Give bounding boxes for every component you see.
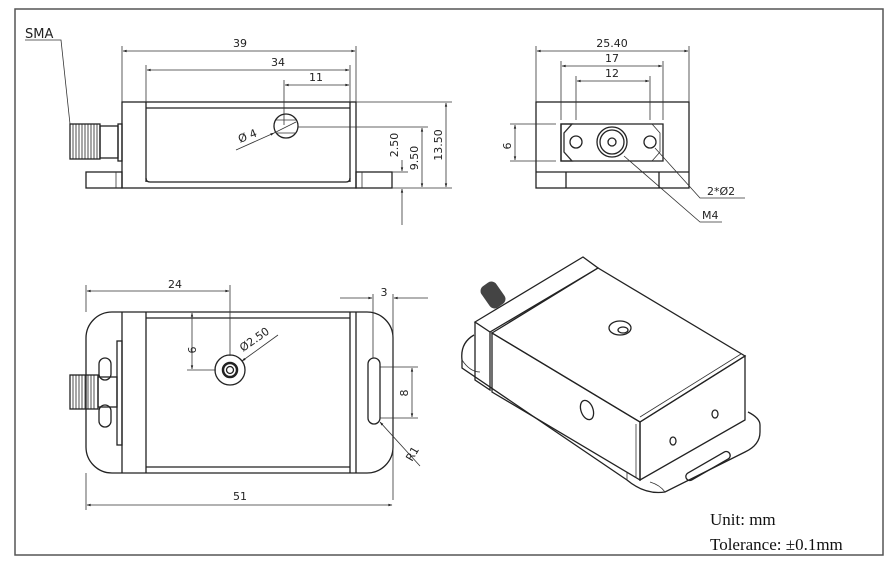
- dim-8: 8: [398, 390, 411, 397]
- drawing-frame: [14, 8, 884, 556]
- sma-front: [596, 126, 628, 158]
- sma-label: SMA: [25, 27, 53, 42]
- mount-hole-right: [643, 135, 657, 149]
- isometric-view: [461, 256, 761, 494]
- dim-3: 3: [381, 286, 388, 299]
- front-view: 25.40 17 12 6 2*Ø2 M4: [501, 37, 745, 223]
- dim-25-40: 25.40: [596, 37, 628, 50]
- dim-12: 12: [605, 67, 619, 80]
- top-view: 24 9 Ø2.50 3 8 R1 51: [69, 278, 428, 510]
- dim-2-50: 2.50: [388, 133, 401, 158]
- iso-end-face: [639, 354, 746, 482]
- dim-24: 24: [168, 278, 182, 291]
- thread-callout: M4: [702, 209, 719, 222]
- mount-hole-left: [569, 135, 583, 149]
- dim-39: 39: [233, 37, 247, 50]
- dim-9: 9: [185, 347, 198, 354]
- dim-34: 34: [271, 56, 285, 69]
- top-hole: [214, 354, 246, 386]
- dim-r1: R1: [403, 444, 422, 463]
- iso-slot: [685, 450, 731, 482]
- iso-top-face: [490, 267, 747, 423]
- dim-6: 6: [501, 143, 514, 150]
- iso-sma-connector: [480, 281, 506, 309]
- dim-hole-2-50: Ø2.50: [237, 325, 272, 355]
- slot: [367, 357, 381, 425]
- side-view: SMA Ø 4 39 34 11: [25, 27, 452, 225]
- tolerance-note: Tolerance: ±0.1mm: [710, 535, 843, 554]
- dim-13-50: 13.50: [432, 129, 445, 161]
- dim-hole-dia: Ø 4: [236, 127, 259, 146]
- dim-51: 51: [233, 490, 247, 503]
- iso-side-face: [491, 331, 641, 482]
- dim-11: 11: [309, 71, 323, 84]
- dim-17: 17: [605, 52, 619, 65]
- holes-callout: 2*Ø2: [707, 185, 735, 198]
- side-hole: [273, 113, 299, 139]
- unit-note: Unit: mm: [710, 510, 776, 529]
- dim-9-50: 9.50: [408, 146, 421, 171]
